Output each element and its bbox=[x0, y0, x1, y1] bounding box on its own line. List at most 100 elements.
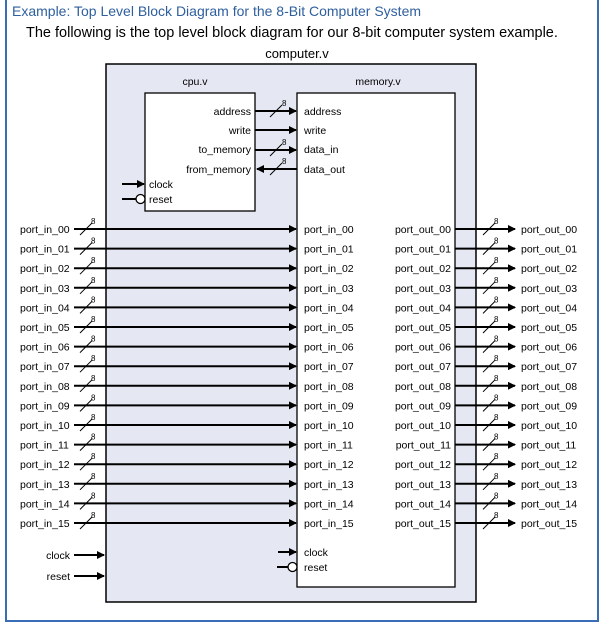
mem-port-out-label: port_out_14 bbox=[395, 498, 451, 510]
port-in-bus-width: 8 bbox=[91, 354, 96, 363]
mem-port-in-label: port_in_14 bbox=[304, 498, 354, 510]
mem-port-in-label: port_in_15 bbox=[304, 518, 354, 530]
port-in-bus-width: 8 bbox=[91, 472, 96, 481]
port-in-bus-slash bbox=[79, 340, 93, 353]
port-out-label: port_out_00 bbox=[521, 224, 577, 236]
content-frame bbox=[5, 0, 599, 622]
mem-port-in-label: port_in_02 bbox=[304, 263, 354, 275]
port-out-label: port_out_05 bbox=[521, 322, 577, 334]
port-in-label: port_in_04 bbox=[20, 302, 70, 314]
port-in-bus-width: 8 bbox=[91, 491, 96, 500]
cpu-clock-label: clock bbox=[149, 179, 174, 191]
port-in-bus-width: 8 bbox=[91, 217, 96, 226]
port-out-label: port_out_10 bbox=[521, 420, 577, 432]
port-in-bus-slash bbox=[79, 379, 93, 393]
port-out-bus-width: 8 bbox=[494, 354, 499, 363]
port-in-label: port_in_02 bbox=[20, 263, 70, 275]
port-in-bus-slash bbox=[79, 261, 93, 275]
port-out-bus-width: 8 bbox=[494, 295, 499, 304]
port-in-bus-slash bbox=[79, 301, 93, 314]
port-out-bus-slash bbox=[482, 359, 496, 373]
port-in-label: port_in_00 bbox=[20, 224, 70, 236]
cpu-to-memory-label: to_memory bbox=[198, 144, 251, 156]
mem-port-out-label: port_out_05 bbox=[395, 322, 451, 334]
port-out-bus-slash bbox=[482, 261, 496, 275]
cpu-module-label: cpu.v bbox=[182, 76, 208, 88]
port-out-bus-slash bbox=[482, 477, 496, 491]
cpu-address-label: address bbox=[214, 106, 251, 118]
mem-port-in-label: port_in_06 bbox=[304, 342, 354, 354]
port-out-bus-width: 8 bbox=[494, 413, 499, 422]
mem-port-out-label: port_out_12 bbox=[395, 459, 451, 471]
port-out-label: port_out_02 bbox=[521, 263, 577, 275]
mem-port-in-label: port_in_03 bbox=[304, 283, 354, 295]
memory-module-label: memory.v bbox=[355, 76, 401, 88]
mem-port-out-label: port_out_08 bbox=[395, 381, 451, 393]
port-in-bus-slash bbox=[79, 242, 93, 255]
port-in-label: port_in_09 bbox=[20, 400, 70, 412]
top-reset-label: reset bbox=[47, 571, 70, 583]
port-in-bus-slash bbox=[79, 457, 93, 471]
mem-port-in-label: port_in_00 bbox=[304, 224, 354, 236]
port-out-label: port_out_12 bbox=[521, 459, 577, 471]
port-out-bus-width: 8 bbox=[494, 256, 499, 265]
port-in-label: port_in_01 bbox=[20, 244, 70, 256]
port-out-label: port_out_15 bbox=[521, 518, 577, 530]
port-out-bus-width: 8 bbox=[494, 511, 499, 520]
port-out-bus-width: 8 bbox=[494, 237, 499, 246]
mem-port-in-label: port_in_12 bbox=[304, 459, 354, 471]
mem-port-in-label: port_in_08 bbox=[304, 381, 354, 393]
from-memory-bus-slash bbox=[269, 162, 283, 176]
port-out-bus-width: 8 bbox=[494, 491, 499, 500]
port-out-label: port_out_08 bbox=[521, 381, 577, 393]
port-out-label: port_out_03 bbox=[521, 283, 577, 295]
from-memory-bus-width: 8 bbox=[282, 157, 287, 166]
port-out-bus-width: 8 bbox=[494, 374, 499, 383]
port-out-bus-width: 8 bbox=[494, 217, 499, 226]
mem-port-out-label: port_out_02 bbox=[395, 263, 451, 275]
port-out-bus-width: 8 bbox=[494, 452, 499, 461]
mem-port-in-label: port_in_09 bbox=[304, 400, 354, 412]
port-out-bus-slash bbox=[482, 438, 496, 451]
port-out-bus-width: 8 bbox=[494, 433, 499, 442]
port-in-label: port_in_14 bbox=[20, 498, 70, 510]
port-out-bus-width: 8 bbox=[494, 315, 499, 324]
port-out-label: port_out_04 bbox=[521, 302, 577, 314]
mem-data-out-label: data_out bbox=[304, 164, 345, 176]
port-out-bus-slash bbox=[482, 340, 496, 353]
mem-port-out-label: port_out_09 bbox=[395, 400, 451, 412]
page-title: Example: Top Level Block Diagram for the… bbox=[12, 3, 422, 19]
mem-port-out-label: port_out_04 bbox=[395, 302, 451, 314]
mem-port-in-label: port_in_01 bbox=[304, 244, 354, 256]
address-bus-slash bbox=[269, 104, 283, 118]
port-in-bus-width: 8 bbox=[91, 374, 96, 383]
port-out-bus-slash bbox=[482, 516, 496, 530]
port-in-label: port_in_08 bbox=[20, 381, 70, 393]
to-memory-bus-slash bbox=[269, 143, 283, 157]
computer-module-label: computer.v bbox=[265, 46, 329, 61]
mem-clock-label: clock bbox=[304, 547, 329, 559]
port-in-bus-slash bbox=[79, 477, 93, 491]
mem-port-in-label: port_in_13 bbox=[304, 479, 354, 491]
port-out-label: port_out_01 bbox=[521, 244, 577, 256]
mem-port-out-label: port_out_01 bbox=[395, 244, 451, 256]
port-out-bus-width: 8 bbox=[494, 393, 499, 402]
port-in-bus-width: 8 bbox=[91, 393, 96, 402]
mem-write-label: write bbox=[303, 125, 326, 137]
port-out-bus-width: 8 bbox=[494, 276, 499, 285]
port-in-bus-slash bbox=[79, 497, 93, 510]
to-memory-bus-width: 8 bbox=[282, 138, 287, 147]
cpu-reset-bubble bbox=[135, 193, 146, 205]
port-out-bus-slash bbox=[482, 320, 496, 334]
port-in-bus-width: 8 bbox=[91, 256, 96, 265]
address-bus-width: 8 bbox=[282, 99, 287, 108]
port-out-bus-slash bbox=[482, 281, 496, 295]
port-in-bus-slash bbox=[79, 359, 93, 373]
port-out-bus-width: 8 bbox=[494, 472, 499, 481]
mem-address-label: address bbox=[304, 106, 341, 118]
port-in-bus-slash bbox=[79, 281, 93, 295]
port-out-label: port_out_07 bbox=[521, 361, 577, 373]
port-in-bus-slash bbox=[79, 399, 93, 412]
mem-data-in-label: data_in bbox=[304, 144, 339, 156]
